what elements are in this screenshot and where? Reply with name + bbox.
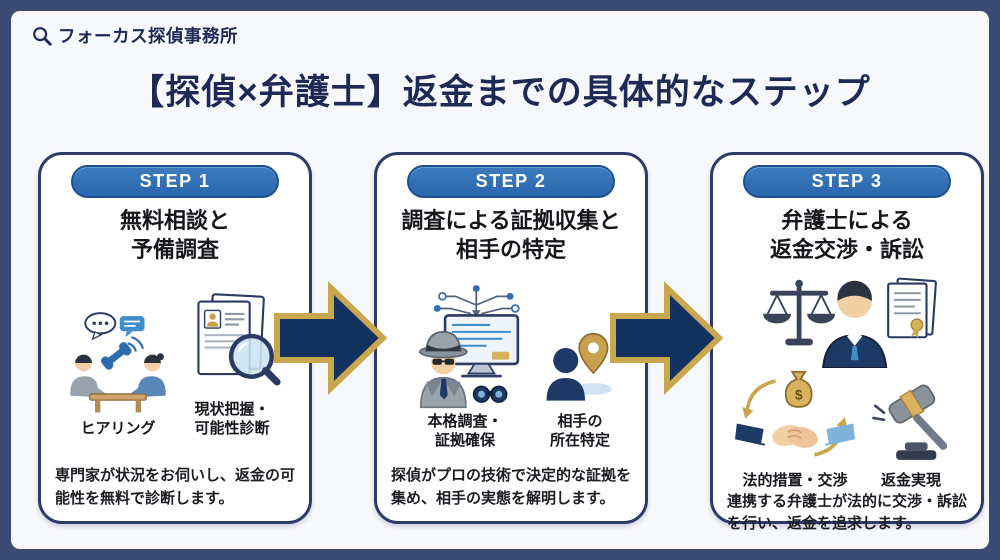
step1-to-step2-arrow-icon [273, 278, 387, 398]
magnifier-icon [31, 25, 53, 47]
hearing-label: ヒアリング [80, 420, 156, 438]
locate-label: 相手の 所在特定 [549, 412, 610, 450]
step1-description: 専門家が状況をお伺いし、返金の可能性を無料で診断します。 [55, 467, 296, 507]
assessment-figure: 現状把握・ 可能性診断 [179, 291, 285, 439]
document-review-illustration [179, 291, 285, 397]
page-title: 【探偵×弁護士】返金までの具体的なステップ [129, 73, 871, 112]
step2-card: STEP 2 調査による証拠収集と 相手の特定 [374, 152, 648, 524]
negotiation-label: 法的措置・交渉 [742, 472, 848, 490]
step1-title: 無料相談と 予備調査 [119, 208, 230, 262]
step1-badge: STEP 1 [71, 165, 279, 198]
negotiation-figure: $ [735, 368, 855, 491]
step3-card: STEP 3 弁護士による 返金交渉・訴訟 [710, 152, 984, 532]
lawyer-scales-certificate-illustration [756, 272, 938, 369]
investigation-label: 本格調査・ 証拠確保 [427, 412, 503, 450]
svg-text:$: $ [795, 387, 803, 403]
gavel-illustration [863, 368, 959, 468]
refund-figure: 返金実現 [863, 368, 959, 491]
step2-to-step3-arrow-icon [609, 278, 723, 398]
consultation-illustration [65, 310, 171, 416]
handshake-money-illustration: $ [735, 368, 855, 468]
investigation-figure: 本格調査・ 証拠確保 [400, 279, 530, 451]
brand-logo: フォーカス探偵事務所 [31, 23, 238, 48]
target-location-illustration [538, 317, 622, 409]
brand-name: フォーカス探偵事務所 [58, 26, 238, 46]
locate-figure: 相手の 所在特定 [538, 317, 622, 451]
step2-description: 探偵がプロの技術で決定的な証拠を集め、相手の実態を解明します。 [391, 467, 632, 507]
content-panel: フォーカス探偵事務所 【探偵×弁護士】返金までの具体的なステップ STEP 1 … [11, 11, 989, 549]
step1-card: STEP 1 無料相談と 予備調査 [38, 152, 312, 524]
assessment-label: 現状把握・ 可能性診断 [194, 400, 270, 438]
refund-label: 返金実現 [880, 472, 941, 490]
detective-investigation-illustration [400, 279, 530, 409]
step3-description: 連携する弁護士が法的に交渉・訴訟を行い、返金を追求します。 [727, 492, 968, 533]
hearing-figure: ヒアリング [65, 310, 171, 439]
step3-title: 弁護士による 返金交渉・訴訟 [769, 208, 924, 262]
step2-badge: STEP 2 [407, 165, 615, 198]
step2-title: 調査による証拠収集と 相手の特定 [401, 208, 621, 262]
step3-badge: STEP 3 [743, 165, 951, 198]
